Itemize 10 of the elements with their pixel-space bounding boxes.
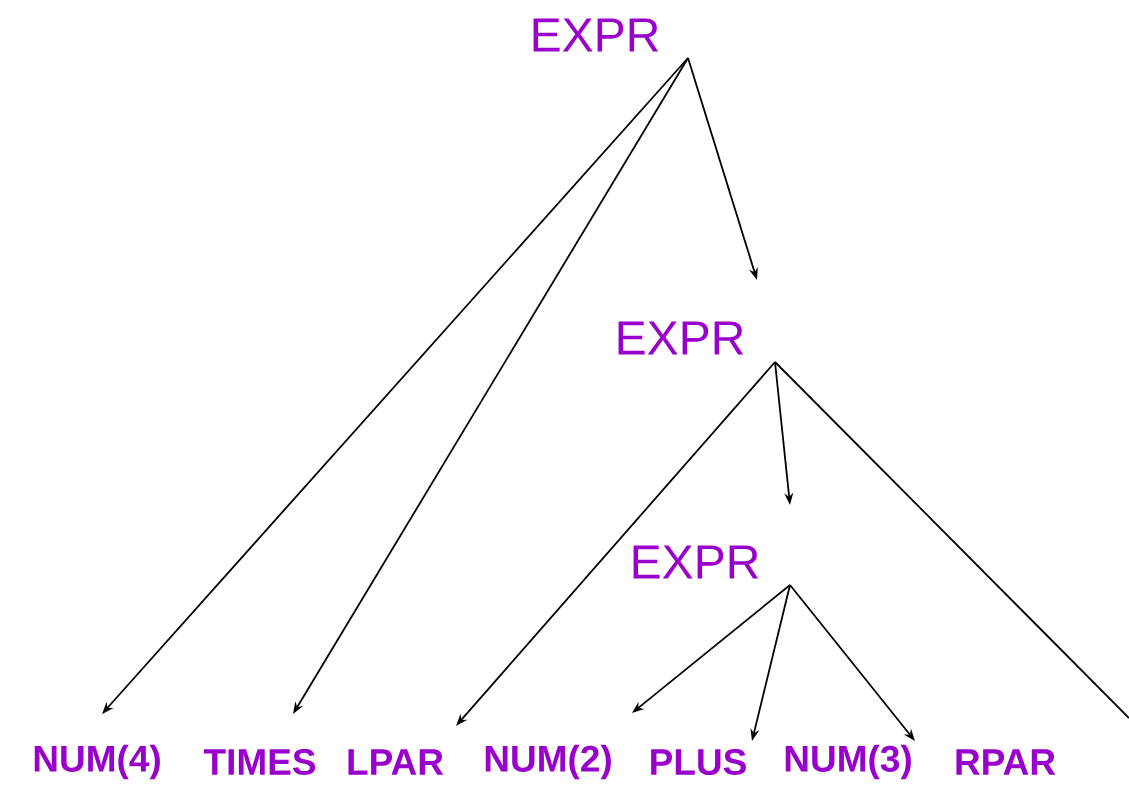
token-label: RPAR bbox=[956, 749, 1056, 775]
nonterminal-label: EXPR bbox=[533, 18, 659, 52]
nonterminal-label: EXPR bbox=[633, 545, 759, 579]
token-label: NUM(3) bbox=[785, 744, 911, 780]
token-label: LPAR bbox=[348, 749, 444, 775]
token-label: TIMES bbox=[203, 748, 316, 776]
nonterminal-label: EXPR bbox=[618, 321, 744, 355]
token-label: NUM(2) bbox=[485, 744, 611, 780]
token-label: NUM(4) bbox=[34, 744, 160, 780]
token-label: PLUS bbox=[651, 748, 746, 776]
